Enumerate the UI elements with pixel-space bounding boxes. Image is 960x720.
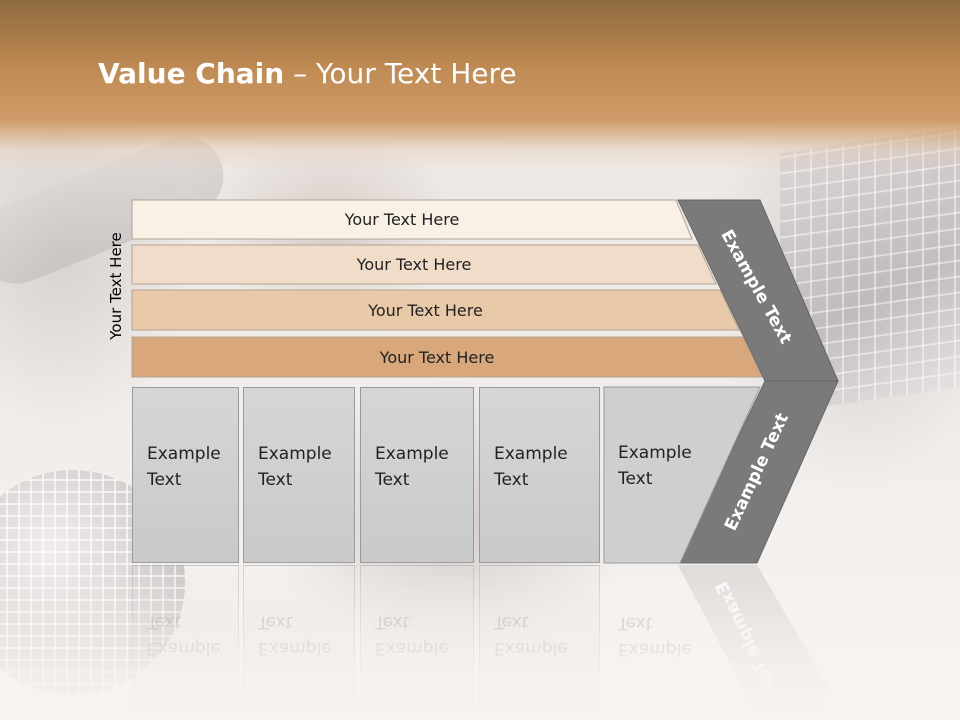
- column-2[interactable]: Example Text: [243, 387, 355, 563]
- column-4-line2: Text: [494, 470, 529, 490]
- reflection-fade: [0, 560, 960, 720]
- column-3[interactable]: Example Text: [360, 387, 474, 563]
- bar-2[interactable]: Your Text Here: [132, 245, 716, 284]
- column-3-line1: Example: [375, 444, 449, 464]
- title-bold: Value Chain: [98, 57, 285, 90]
- column-5[interactable]: Example Text: [604, 387, 714, 563]
- bar-3-label: Your Text Here: [368, 300, 483, 320]
- column-5-line2: Text: [618, 469, 653, 489]
- column-5-line1: Example: [618, 443, 692, 463]
- bar-3[interactable]: Your Text Here: [132, 290, 739, 330]
- column-2-line1: Example: [258, 444, 332, 464]
- column-1-line1: Example: [147, 444, 221, 464]
- bar-shape-3: [131, 289, 740, 331]
- slide-title[interactable]: Value Chain – Your Text Here: [98, 54, 517, 94]
- bar-2-label: Your Text Here: [356, 255, 472, 274]
- column-4[interactable]: Example Text: [479, 387, 600, 563]
- bar-1-label: Your Text Here: [344, 210, 460, 229]
- bar-4[interactable]: Your Text Here: [132, 337, 762, 377]
- title-banner: [0, 0, 960, 170]
- bar-1[interactable]: Your Text Here: [132, 200, 692, 239]
- column-4-line1: Example: [494, 444, 568, 464]
- bar-shape-2: [131, 244, 717, 285]
- bar-shape-4: [131, 336, 763, 378]
- bar-shape-1: [131, 199, 693, 240]
- bar-4-label: Your Text Here: [379, 347, 495, 367]
- column-1-line2: Text: [147, 470, 182, 490]
- column-3-line2: Text: [375, 470, 410, 490]
- column-2-line2: Text: [258, 470, 293, 490]
- title-rest: – Your Text Here: [284, 57, 517, 90]
- column-1[interactable]: Example Text: [132, 387, 239, 563]
